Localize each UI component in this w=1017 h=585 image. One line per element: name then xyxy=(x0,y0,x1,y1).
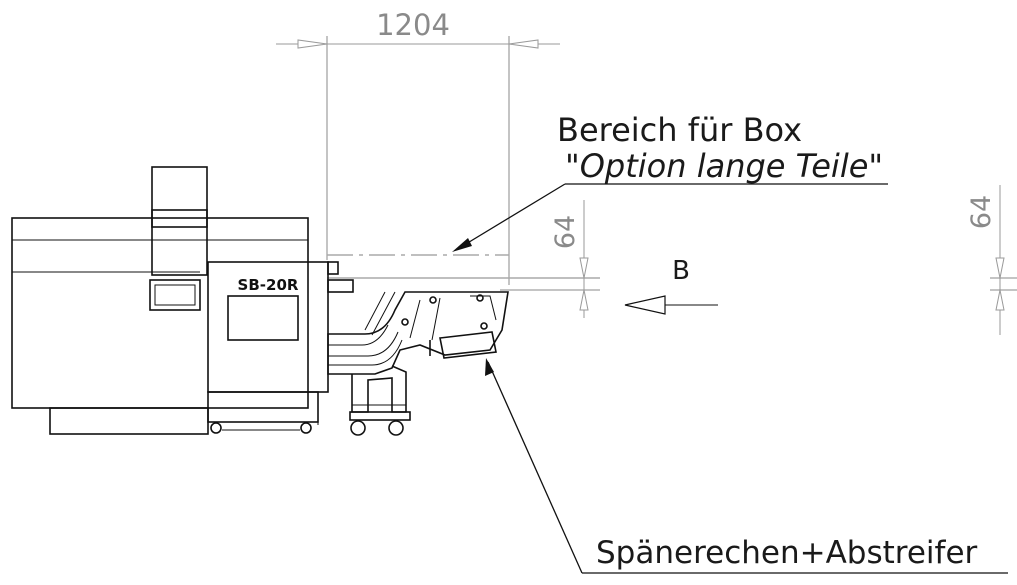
view-arrow-head-icon xyxy=(624,295,666,315)
machine-door-window xyxy=(227,295,299,341)
arrow-up-icon xyxy=(995,289,1005,311)
dimension-width: 1204 xyxy=(276,8,560,260)
chute-line xyxy=(328,324,389,346)
bolt-icon xyxy=(401,318,409,326)
bolt-icon xyxy=(480,322,488,330)
chute-line xyxy=(364,291,386,331)
chip-rake-text: Spänerechen+Abstreifer xyxy=(596,535,978,571)
machine-tower-lower xyxy=(151,209,208,276)
machine-lower-cabinet xyxy=(207,391,319,423)
machine-foot-icon xyxy=(300,422,312,434)
clearance-right-value: 64 xyxy=(966,195,997,229)
chute-line xyxy=(328,339,403,366)
dimension-clearance-left: 64 xyxy=(550,200,589,318)
chute-line xyxy=(431,297,441,341)
bolt-icon xyxy=(429,296,437,304)
clearance-left-value: 64 xyxy=(550,215,581,249)
box-area-option: "Option lange Teile" xyxy=(565,147,883,185)
arrow-left-icon xyxy=(297,39,328,49)
chip-rake-plate xyxy=(439,331,497,359)
arrow-down-icon xyxy=(995,257,1005,279)
machine-left-window-inner xyxy=(154,284,196,306)
box-area-outline xyxy=(327,254,600,291)
leader-arrow-icon xyxy=(452,238,472,252)
cart-base xyxy=(349,411,411,421)
machine-foot-icon xyxy=(210,422,222,434)
machine-tower xyxy=(151,166,208,228)
machine-model-plate: SB-20R xyxy=(238,276,299,294)
machine-base xyxy=(49,407,209,435)
arrow-down-icon xyxy=(579,257,589,279)
arrow-right-icon xyxy=(508,39,539,49)
chip-rake-label: Spänerechen+Abstreifer xyxy=(485,358,1008,574)
dimension-clearance-right: 64 xyxy=(966,185,1017,335)
box-area-title: Bereich für Box xyxy=(557,111,802,149)
view-letter: B xyxy=(672,256,690,286)
wheel-icon xyxy=(388,420,404,436)
arrow-up-icon xyxy=(579,289,589,311)
box-area-label: Bereich für Box "Option lange Teile" xyxy=(452,111,888,252)
chute-line xyxy=(409,299,421,339)
box-area-leader xyxy=(455,183,566,251)
bolt-icon xyxy=(476,294,484,302)
chip-rake-leader xyxy=(487,361,583,574)
machine-main-body xyxy=(11,217,309,409)
spindle-stub xyxy=(327,261,339,275)
chute-line xyxy=(470,295,497,321)
view-arrow-b: B xyxy=(624,256,718,315)
wheel-icon xyxy=(350,420,366,436)
spindle-stub-lower xyxy=(327,279,354,293)
chute-line xyxy=(328,331,399,357)
chute-line xyxy=(371,291,396,336)
machine-left-window xyxy=(149,279,201,311)
machine-drawing: SB-20R xyxy=(11,166,509,436)
leader-arrow-icon xyxy=(485,358,494,376)
dimension-width-value: 1204 xyxy=(376,8,450,42)
